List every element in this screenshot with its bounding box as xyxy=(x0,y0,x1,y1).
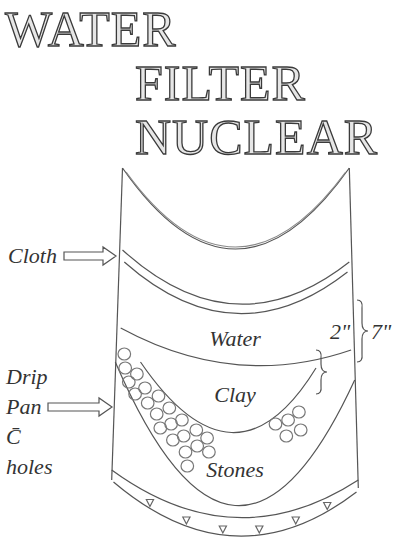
pebble xyxy=(131,368,144,380)
drip-holes xyxy=(146,500,331,534)
pebble xyxy=(190,424,203,436)
dimension-label-text: 7" xyxy=(371,320,391,344)
drip-hole xyxy=(146,500,153,507)
dimension-label-text: 2" xyxy=(330,320,350,344)
part-label-text: Drip Pan C̄ holes xyxy=(6,362,52,482)
stones-bottom xyxy=(115,362,354,506)
pebble xyxy=(141,397,154,409)
pebble xyxy=(122,376,135,388)
pebble xyxy=(119,362,132,374)
pebble xyxy=(139,382,152,394)
dimension-label: 2" xyxy=(330,320,350,344)
pebble xyxy=(294,424,307,436)
pebble xyxy=(280,430,293,442)
layer-label-text: Stones xyxy=(206,458,263,482)
layer-label: Clay xyxy=(214,383,256,407)
bucket-drawing xyxy=(112,168,359,536)
pebble xyxy=(181,460,194,472)
leader-arrows xyxy=(48,247,116,416)
pebble xyxy=(176,414,189,426)
layer-label-text: Water xyxy=(209,327,261,351)
title-block: WATER FILTER NUCLEAR xyxy=(135,2,395,164)
bucket-wall xyxy=(112,168,123,480)
pebble xyxy=(282,414,295,426)
drip-hole xyxy=(324,503,331,510)
cloth-arrow xyxy=(64,247,116,265)
cloth-layer xyxy=(124,262,347,314)
pebble xyxy=(179,446,192,458)
drip-hole xyxy=(256,526,263,533)
part-label: Drip Pan C̄ holes xyxy=(6,362,52,482)
pebble xyxy=(177,430,190,442)
pebble xyxy=(203,446,216,458)
layer-label-text: Clay xyxy=(214,383,256,407)
bucket-rim xyxy=(122,168,349,249)
pebble xyxy=(293,406,306,418)
dimension-label: 7" xyxy=(371,320,391,344)
clay-bottom xyxy=(140,362,316,433)
drip-hole xyxy=(292,517,299,524)
diagram-title: WATER FILTER NUCLEAR xyxy=(135,2,395,164)
drip-pan xyxy=(113,482,356,536)
drip-hole xyxy=(183,517,190,524)
clay-top xyxy=(121,328,351,366)
layer-label: Stones xyxy=(206,458,263,482)
dimension-braces xyxy=(316,300,368,394)
pebble xyxy=(269,418,282,430)
pebble xyxy=(152,390,165,402)
cloth-layer xyxy=(122,250,349,304)
bucket-rim-inner xyxy=(126,172,346,247)
layer-label-text: Cloth xyxy=(8,244,57,268)
pebble xyxy=(118,348,131,360)
drip-hole xyxy=(219,526,226,533)
water-depth-brace xyxy=(357,300,368,362)
stones xyxy=(118,348,307,472)
bucket-wall xyxy=(349,168,358,488)
pebble xyxy=(150,408,163,420)
pebble xyxy=(201,432,214,444)
clay-depth-brace xyxy=(316,350,327,394)
layer-label: Cloth xyxy=(8,244,57,268)
layer-label: Water xyxy=(209,327,261,351)
pebble xyxy=(163,402,176,414)
drip-pan-arrow xyxy=(48,398,112,416)
